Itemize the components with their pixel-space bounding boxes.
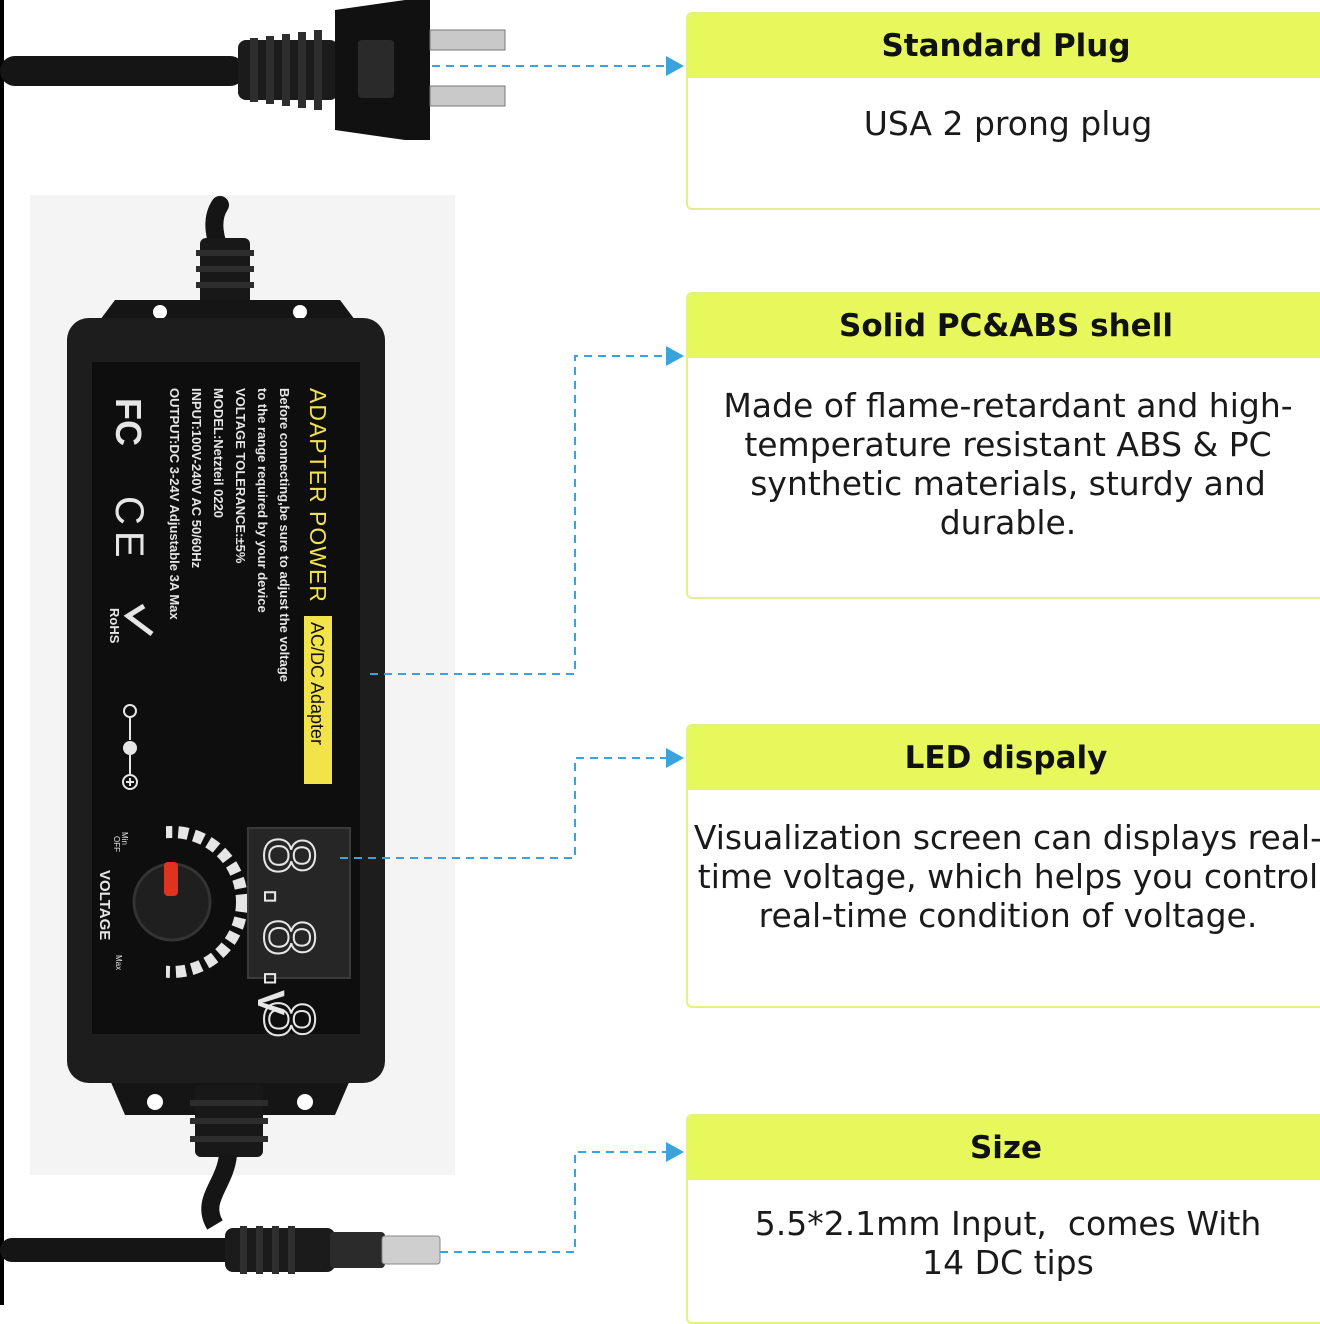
plug-strain-relief	[238, 30, 338, 110]
card-title: Standard Plug	[881, 28, 1131, 64]
adapter-top-strain-relief	[196, 238, 254, 310]
knob-indicator	[164, 862, 178, 896]
feature-card-standard-plug: Standard Plug USA 2 prong plug	[686, 12, 1320, 210]
adapter-badge: AC/DC Adapter	[307, 622, 327, 745]
label-line-6: OUTPUT:DC 3-24V Adjustable 3A Max	[167, 388, 182, 620]
feature-card-size: Size 5.5*2.1mm Input, comes With 14 DC t…	[686, 1114, 1320, 1324]
polarity-icon	[122, 704, 138, 790]
plug-prong-top	[429, 29, 506, 51]
card-title: LED dispaly	[904, 740, 1108, 776]
adapter-brand: ADAPTER POWER	[305, 388, 331, 603]
led-digit-text: 8.8.8	[248, 835, 327, 1040]
adapter-bottom-cable	[201, 1153, 237, 1230]
connector-size	[440, 1151, 668, 1253]
cert-marks: FC CE RoHS	[107, 398, 154, 644]
card-title: Size	[969, 1130, 1043, 1166]
rohs-check-icon	[123, 603, 154, 636]
dc-cable	[0, 1238, 240, 1262]
label-line-4: MODEL:Netzteil 0220	[211, 388, 226, 518]
led-unit-text: V	[249, 990, 291, 1016]
card-header: Standard Plug	[688, 14, 1320, 78]
adapter-label-text: ADAPTER POWER AC/DC Adapter Before conne…	[167, 388, 332, 784]
led-display	[247, 827, 351, 979]
adapter-ear-top	[100, 300, 355, 320]
led-digits: 8.8.8	[247, 834, 328, 1041]
card-body: Visualization screen can displays real- …	[693, 818, 1320, 935]
label-line-2: to the range required by your device	[255, 388, 270, 613]
fc-mark: FC	[108, 398, 149, 446]
card-header: Size	[688, 1116, 1320, 1180]
mount-hole-bottom-right	[297, 1094, 313, 1110]
callout-connectors	[340, 65, 668, 1253]
led-unit: V	[249, 990, 291, 1016]
arrow-shell-icon	[666, 346, 684, 366]
knob-max-text: Max	[114, 955, 123, 970]
product-illustration: ADAPTER POWER AC/DC Adapter Before conne…	[0, 0, 684, 1274]
label-line-3: VOLTAGE TOLERANCE:±5%	[233, 388, 248, 564]
card-title: Solid PC&ABS shell	[839, 308, 1173, 344]
mount-hole-top-left	[153, 305, 167, 319]
rohs-mark: RoHS	[107, 608, 122, 644]
label-line-1: Before connecting,be sure to adjust the …	[277, 388, 292, 682]
feature-card-led-display: LED dispaly Visualization screen can dis…	[686, 724, 1320, 1008]
knob-off-text: OFF	[112, 836, 121, 852]
card-body: Made of flame-retardant and high- temper…	[723, 386, 1293, 542]
card-header: Solid PC&ABS shell	[688, 294, 1320, 358]
connector-shell	[370, 355, 668, 675]
knob-max: Max	[114, 955, 123, 970]
ce-mark: CE	[107, 496, 151, 564]
voltage-knob-dial	[96, 822, 248, 982]
plug-cable	[0, 56, 245, 86]
card-body: USA 2 prong plug	[863, 104, 1153, 143]
dial-scale	[96, 826, 248, 978]
feature-card-shell: Solid PC&ABS shell Made of flame-retarda…	[686, 292, 1320, 599]
adapter-bottom-strain-relief	[190, 1085, 268, 1157]
card-body: 5.5*2.1mm Input, comes With 14 DC tips	[754, 1204, 1262, 1282]
arrow-size-icon	[666, 1142, 684, 1162]
dc-barrel-tip	[381, 1235, 441, 1265]
knob-label: VOLTAGE	[96, 870, 113, 940]
knob-off: OFF	[112, 836, 121, 852]
connector-arrows	[666, 56, 684, 1162]
plug-grip	[358, 40, 394, 98]
connector-led	[340, 757, 668, 859]
knob-text: VOLTAGE	[96, 870, 113, 940]
mount-hole-bottom-left	[147, 1094, 163, 1110]
arrow-plug-icon	[666, 56, 684, 76]
dc-connector	[225, 1226, 441, 1274]
arrow-led-icon	[666, 748, 684, 768]
label-line-5: INPUT:100V-240V AC 50/60Hz	[189, 388, 204, 569]
mount-hole-top-right	[293, 305, 307, 319]
knob-min-text: Min	[120, 832, 129, 845]
knob-min: Min	[120, 832, 129, 845]
card-header: LED dispaly	[688, 726, 1320, 790]
left-edge-bar	[0, 0, 4, 1305]
plug-prong-bottom	[429, 85, 506, 107]
